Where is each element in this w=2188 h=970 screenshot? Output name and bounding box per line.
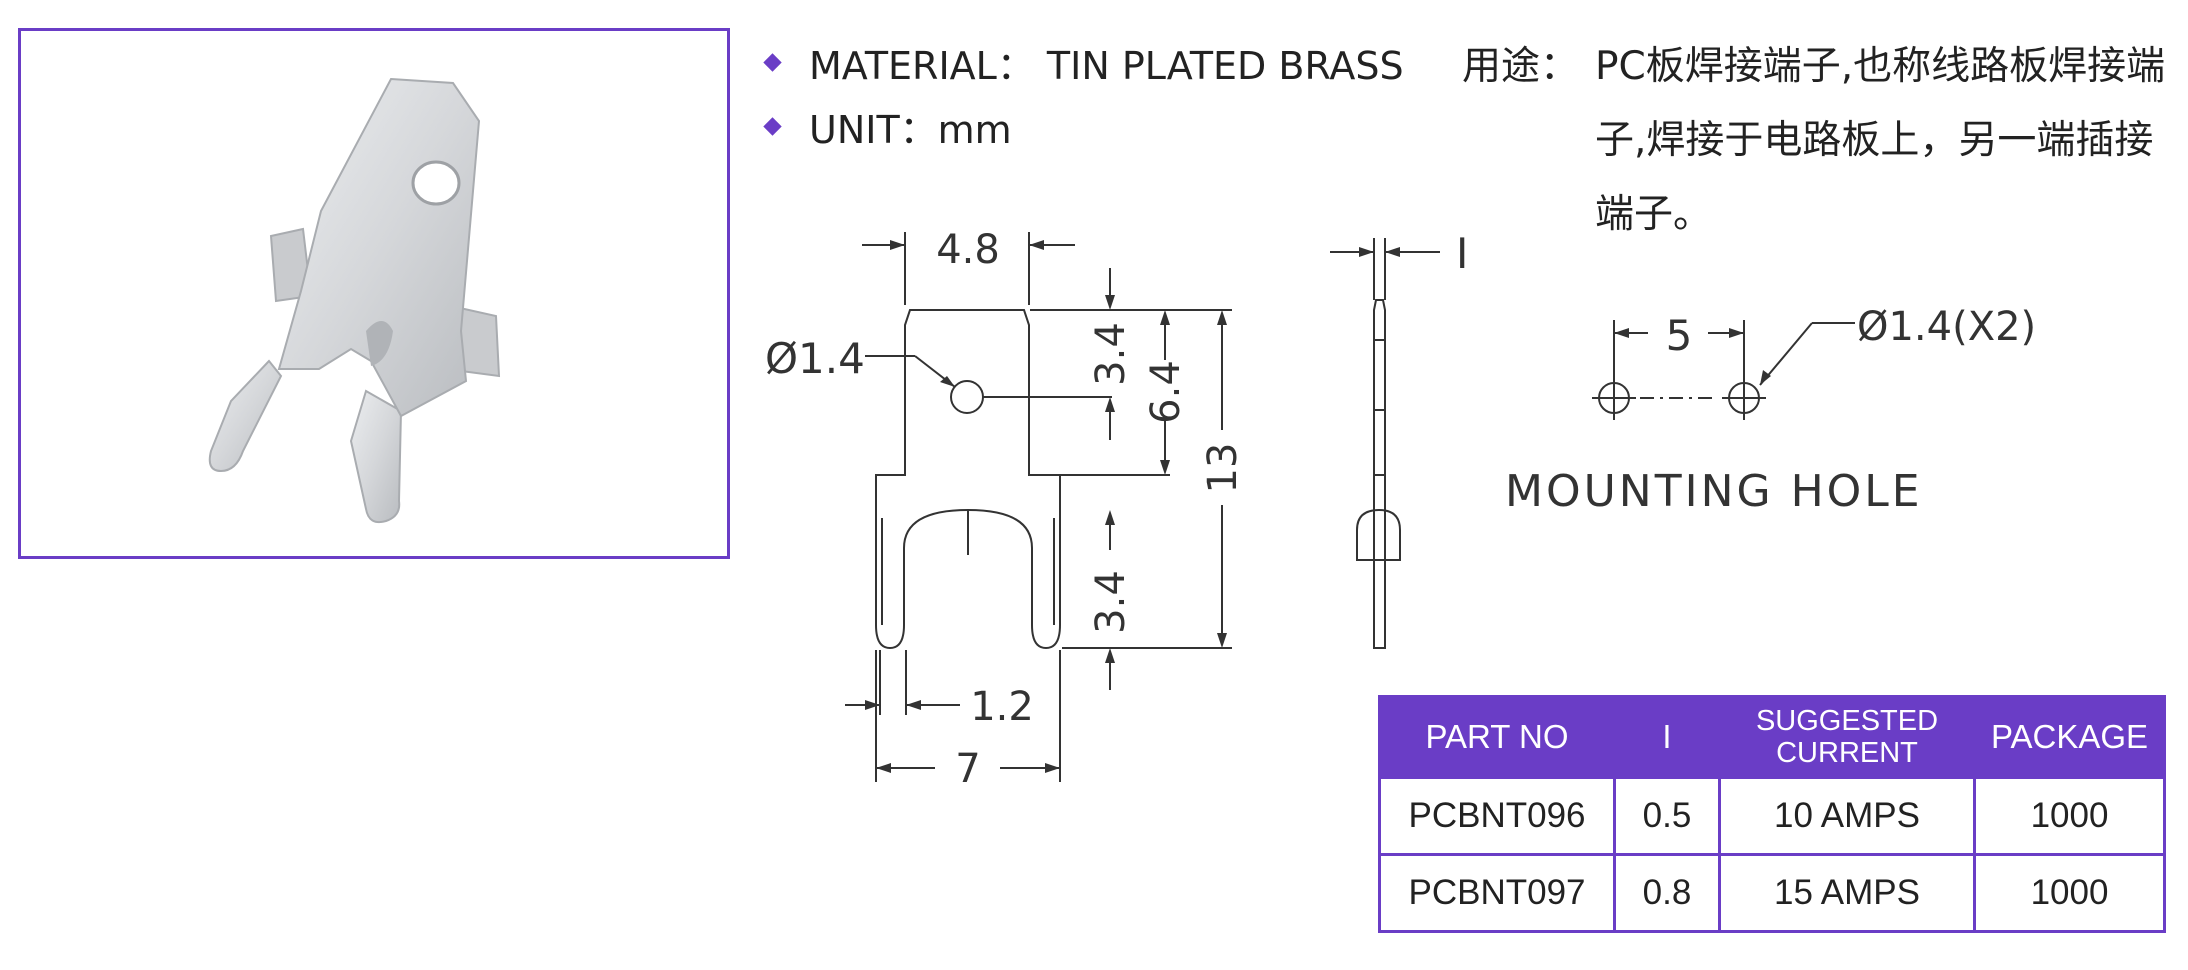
spec-material: MATERIAL： TIN PLATED BRASS bbox=[760, 30, 1404, 94]
usage-text: PC板焊接端子,也称线路板焊接端子,焊接于电路板上，另一端插接端子。 bbox=[1595, 44, 2166, 237]
dim-leg: 3.4 bbox=[1088, 570, 1134, 634]
header-thickness: I bbox=[1613, 695, 1721, 779]
header-part-no: PART NO bbox=[1378, 695, 1616, 779]
dim-hole-offset: 3.4 bbox=[1088, 322, 1134, 386]
header-package: PACKAGE bbox=[1973, 695, 2166, 779]
cell-part-no: PCBNT097 bbox=[1378, 853, 1616, 933]
spec-unit-text: UNIT：mm bbox=[809, 107, 1012, 152]
mounting-hole-dia: Ø1.4(X2) bbox=[1857, 304, 2036, 350]
dim-width-top: 4.8 bbox=[936, 227, 1000, 273]
header-current: SUGGESTED CURRENT bbox=[1718, 695, 1976, 779]
spec-material-text: MATERIAL： TIN PLATED BRASS bbox=[809, 43, 1404, 88]
product-photo bbox=[208, 77, 501, 524]
table-row: PCBNT097 0.8 15 AMPS 1000 bbox=[1378, 853, 2166, 933]
cell-thickness: 0.8 bbox=[1613, 853, 1721, 933]
dim-total: 13 bbox=[1200, 443, 1246, 494]
spec-unit: UNIT：mm bbox=[760, 94, 1404, 158]
cell-package: 1000 bbox=[1973, 776, 2166, 856]
table-header-row: PART NO I SUGGESTED CURRENT PACKAGE bbox=[1378, 695, 2166, 779]
parts-table: PART NO I SUGGESTED CURRENT PACKAGE PCBN… bbox=[1378, 695, 2166, 933]
spec-list: MATERIAL： TIN PLATED BRASS UNIT：mm bbox=[760, 30, 1404, 158]
mounting-pitch: 5 bbox=[1666, 311, 1693, 360]
dim-body: 6.4 bbox=[1143, 360, 1189, 424]
dim-thickness: I bbox=[1456, 229, 1468, 278]
dim-leg-width: 1.2 bbox=[970, 684, 1034, 730]
cell-package: 1000 bbox=[1973, 853, 2166, 933]
table-row: PCBNT096 0.5 10 AMPS 1000 bbox=[1378, 776, 2166, 856]
mounting-hole-title: MOUNTING HOLE bbox=[1505, 466, 1923, 517]
cell-part-no: PCBNT096 bbox=[1378, 776, 1616, 856]
cell-thickness: 0.5 bbox=[1613, 776, 1721, 856]
dim-hole-dia: Ø1.4 bbox=[765, 334, 865, 383]
cell-current: 15 AMPS bbox=[1718, 853, 1976, 933]
dim-base-width: 7 bbox=[955, 746, 980, 792]
usage-label: 用途： bbox=[1462, 44, 1580, 89]
product-photo-frame bbox=[18, 28, 730, 559]
cell-current: 10 AMPS bbox=[1718, 776, 1976, 856]
